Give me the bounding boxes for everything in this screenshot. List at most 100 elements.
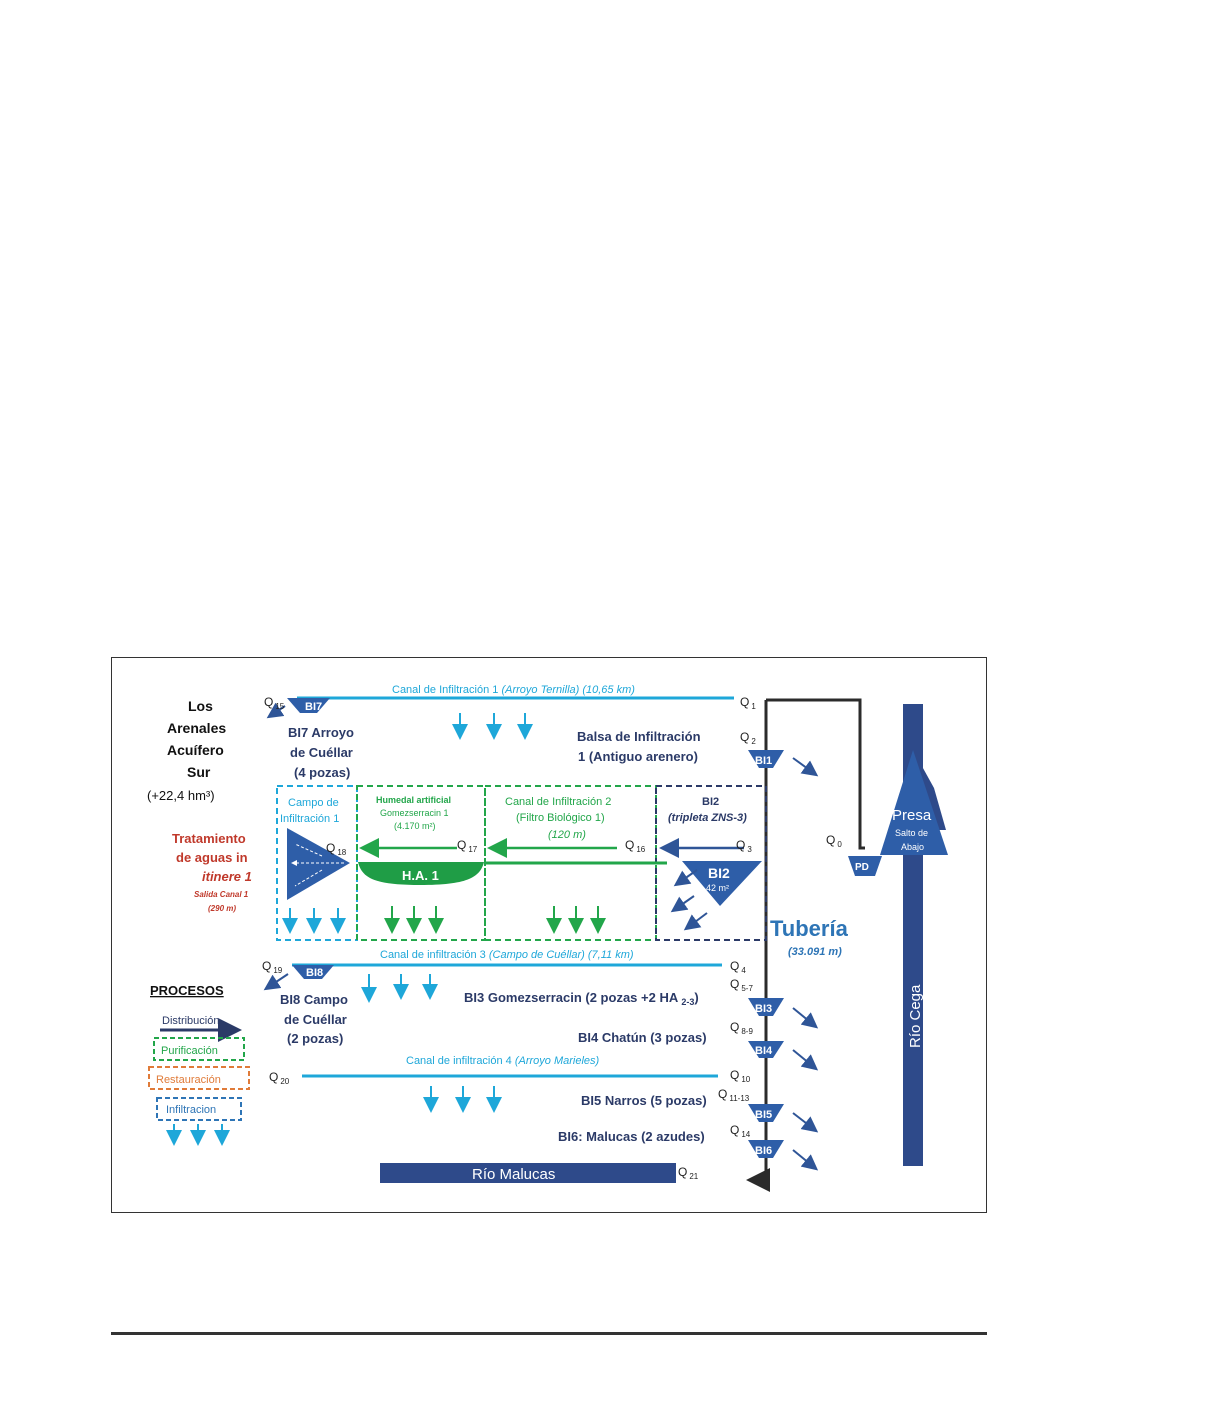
svg-text:(290 m): (290 m)	[208, 904, 236, 913]
canal-2-zone-label: Canal de Infiltración 2 (Filtro Biológic…	[505, 796, 611, 841]
bi5-label: BI5 Narros (5 pozas)	[581, 1093, 707, 1108]
bi7-tag: BI7	[305, 701, 322, 713]
bi5-triangle	[748, 1104, 784, 1122]
legend-distribucion: Distribución	[162, 1015, 219, 1027]
svg-text:Gomezserracin 1: Gomezserracin 1	[380, 808, 449, 818]
svg-text:Infiltración 1: Infiltración 1	[280, 813, 339, 825]
canal-4-label: Canal de infiltración 4 (Arroyo Marieles…	[406, 1055, 600, 1067]
canal-3-label: Canal de infiltración 3 (Campo de Cuélla…	[380, 949, 634, 961]
legend-restauracion: Restauración	[156, 1074, 221, 1086]
presa-title: Presa	[892, 807, 932, 824]
rio-malucas-river	[380, 1163, 676, 1183]
bi2-zone-label: BI2 (tripleta ZNS-3)	[668, 796, 747, 824]
tuberia-length: (33.091 m)	[788, 946, 842, 958]
bi2-area: 42 m²	[706, 883, 729, 893]
legend: PROCESOS Distribución Purificación Resta…	[148, 983, 250, 1146]
humedal-shape	[358, 862, 484, 885]
bi8-label: BI8 Campo de Cuéllar (2 pozas)	[280, 992, 348, 1046]
bi7-label: BI7 Arroyo de Cuéllar (4 pozas)	[288, 725, 354, 780]
bi1-label: Balsa de Infiltración 1 (Antiguo arenero…	[577, 729, 701, 764]
legend-purificacion-box	[153, 1037, 245, 1061]
svg-text:(Filtro Biológico 1): (Filtro Biológico 1)	[516, 812, 605, 824]
humedal-zone-label: Humedal artificial Gomezserracin 1 (4.17…	[376, 795, 451, 831]
presa-sub1: Salto de	[895, 828, 928, 838]
canal-1-arrows	[452, 713, 533, 740]
bi5-tag: BI5	[755, 1109, 772, 1121]
bi4-triangle	[748, 1041, 784, 1058]
svg-text:Canal de Infiltración 2: Canal de Infiltración 2	[505, 796, 611, 808]
footer-rule	[111, 1332, 987, 1335]
svg-text:(2 pozas): (2 pozas)	[287, 1031, 343, 1046]
svg-text:BI7 Arroyo: BI7 Arroyo	[288, 725, 354, 740]
tuberia-title: Tubería	[770, 916, 849, 941]
humedal-tag: H.A. 1	[402, 868, 439, 883]
rio-malucas-label: Río Malucas	[472, 1166, 555, 1183]
svg-text:Salida Canal 1: Salida Canal 1	[194, 890, 249, 899]
svg-text:Balsa de Infiltración: Balsa de Infiltración	[577, 729, 701, 744]
svg-text:1 (Antiguo arenero): 1 (Antiguo arenero)	[578, 749, 698, 764]
legend-infiltracion-box	[156, 1097, 242, 1121]
svg-text:BI2: BI2	[702, 796, 719, 808]
treatment-label: Tratamiento de aguas in itinere 1 Salida…	[172, 831, 252, 913]
svg-text:(4 pozas): (4 pozas)	[294, 765, 350, 780]
bi8-triangle	[292, 965, 334, 979]
infiltration-diagram: Río Cega Presa Salto de Abajo PD Canal d…	[147, 684, 948, 1192]
legend-restauracion-box	[148, 1066, 250, 1090]
bi6-triangle	[748, 1140, 784, 1158]
bi1-tag: BI1	[755, 755, 772, 767]
svg-text:Los: Los	[188, 698, 213, 714]
legend-purificacion: Purificación	[161, 1045, 218, 1057]
svg-text:Arenales: Arenales	[167, 720, 226, 736]
campo-zone	[276, 785, 358, 941]
svg-text:Campo de: Campo de	[288, 797, 339, 809]
svg-text:(120 m): (120 m)	[548, 829, 586, 841]
bi2-tag: BI2	[708, 865, 730, 881]
pd-box	[848, 856, 882, 876]
bi3-label: BI3 Gomezserracin (2 pozas +2 HA 2-3)	[464, 990, 699, 1007]
los-arenales-block: Los Arenales Acuífero Sur (+22,4 hm³)	[147, 698, 226, 803]
presa-sub2: Abajo	[901, 842, 924, 852]
diagram-frame: Río Cega Presa Salto de Abajo PD Canal d…	[111, 657, 987, 1213]
svg-text:BI8 Campo: BI8 Campo	[280, 992, 348, 1007]
svg-text:(+22,4 hm³): (+22,4 hm³)	[147, 788, 215, 803]
canal-2-arrows	[546, 906, 606, 934]
svg-text:(tripleta ZNS-3): (tripleta ZNS-3)	[668, 812, 747, 824]
bi1-triangle	[748, 750, 784, 768]
bi7-triangle	[287, 698, 330, 713]
bi8-tag: BI8	[306, 967, 323, 979]
bi4-label: BI4 Chatún (3 pozas)	[578, 1030, 707, 1045]
canal-4-arrows	[423, 1086, 502, 1113]
bi3-tag: BI3	[755, 1003, 772, 1015]
bi2-triangle	[682, 861, 762, 906]
pd-label: PD	[855, 862, 869, 873]
svg-text:Sur: Sur	[187, 764, 211, 780]
humedal-arrows	[384, 906, 444, 934]
canal-3-arrows	[361, 974, 438, 1003]
svg-text:itinere 1: itinere 1	[202, 869, 252, 884]
legend-infiltracion: Infiltracion	[166, 1104, 216, 1116]
campo-arrows	[282, 908, 346, 934]
svg-text:de Cuéllar: de Cuéllar	[284, 1012, 347, 1027]
campo-triangle	[287, 828, 350, 900]
svg-text:Tratamiento: Tratamiento	[172, 831, 246, 846]
rio-cega-label: Río Cega	[907, 984, 924, 1048]
bi6-label: BI6: Malucas (2 azudes)	[558, 1129, 705, 1144]
legend-title: PROCESOS	[150, 983, 224, 998]
svg-text:Acuífero: Acuífero	[167, 742, 224, 758]
